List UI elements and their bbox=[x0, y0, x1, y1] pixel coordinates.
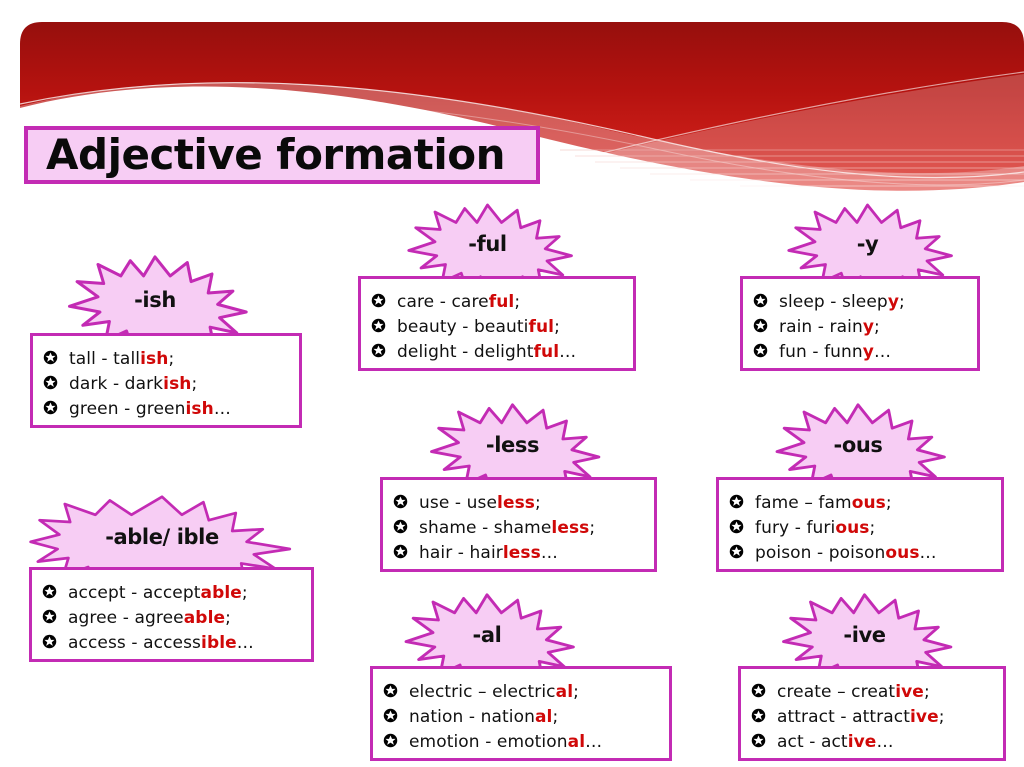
examples-box-able-ible: accept - acceptable; agree - agreeable; … bbox=[29, 567, 314, 662]
examples-box-ive: create – creative; attract - attractive;… bbox=[738, 666, 1006, 761]
example-row: use - useless; bbox=[393, 487, 644, 513]
page-title-text: Adjective formation bbox=[46, 130, 505, 179]
suffix-badge-label: -ive bbox=[843, 623, 886, 647]
example-text: agree - agreeable; bbox=[68, 608, 231, 628]
suffix-badge-able-ible[interactable]: -able/ ible bbox=[22, 495, 302, 585]
example-text: beauty - beautiful; bbox=[397, 317, 560, 337]
example-text: nation - national; bbox=[409, 707, 559, 727]
example-text: shame - shameless; bbox=[419, 518, 596, 538]
example-row: care - careful; bbox=[371, 286, 623, 312]
star-in-circle-icon bbox=[43, 394, 69, 415]
star-in-circle-icon bbox=[383, 702, 409, 723]
suffix-badge-label: -y bbox=[856, 232, 879, 256]
example-text: dark - darkish; bbox=[69, 374, 198, 394]
suffix-badge-label: -able/ ible bbox=[105, 525, 219, 549]
example-text: use - useless; bbox=[419, 493, 541, 513]
page-title: Adjective formation bbox=[24, 126, 540, 184]
example-text: fame – famous; bbox=[755, 493, 892, 513]
suffix-badge-less[interactable]: -less bbox=[420, 403, 605, 493]
example-row: fame – famous; bbox=[729, 487, 991, 513]
star-in-circle-icon bbox=[43, 344, 69, 365]
star-in-circle-icon bbox=[371, 287, 397, 308]
example-row: create – creative; bbox=[751, 676, 993, 702]
star-in-circle-icon bbox=[753, 287, 779, 308]
example-row: beauty - beautiful; bbox=[371, 311, 623, 337]
example-text: fun - funny… bbox=[779, 342, 892, 362]
examples-box-less: use - useless; shame - shameless; hair -… bbox=[380, 477, 657, 572]
star-in-circle-icon bbox=[753, 337, 779, 358]
star-in-circle-icon bbox=[383, 727, 409, 748]
example-text: hair - hairless… bbox=[419, 543, 558, 563]
example-text: poison - poisonous… bbox=[755, 543, 937, 563]
example-row: sleep - sleepy; bbox=[753, 286, 967, 312]
star-in-circle-icon bbox=[383, 677, 409, 698]
star-in-circle-icon bbox=[42, 578, 68, 599]
example-row: attract - attractive; bbox=[751, 701, 993, 727]
suffix-badge-ous[interactable]: -ous bbox=[768, 403, 948, 493]
star-in-circle-icon bbox=[729, 488, 755, 509]
star-in-circle-icon bbox=[751, 677, 777, 698]
example-row: electric – electrical; bbox=[383, 676, 659, 702]
suffix-badge-ful[interactable]: -ful bbox=[400, 203, 575, 291]
example-text: create – creative; bbox=[777, 682, 930, 702]
example-row: dark - darkish; bbox=[43, 368, 289, 394]
suffix-badge-al[interactable]: -al bbox=[392, 593, 582, 683]
suffix-badge-ive[interactable]: -ive bbox=[772, 593, 957, 683]
suffix-badge-label: -al bbox=[472, 623, 502, 647]
example-row: fun - funny… bbox=[753, 336, 967, 362]
star-in-circle-icon bbox=[371, 337, 397, 358]
star-in-circle-icon bbox=[42, 628, 68, 649]
star-in-circle-icon bbox=[43, 369, 69, 390]
example-text: emotion - emotional… bbox=[409, 732, 603, 752]
star-in-circle-icon bbox=[393, 513, 419, 534]
example-row: poison - poisonous… bbox=[729, 537, 991, 563]
suffix-badge-label: -ous bbox=[833, 433, 883, 457]
example-row: agree - agreeable; bbox=[42, 602, 301, 628]
star-in-circle-icon bbox=[393, 488, 419, 509]
example-row: act - active… bbox=[751, 726, 993, 752]
star-in-circle-icon bbox=[371, 312, 397, 333]
example-row: hair - hairless… bbox=[393, 537, 644, 563]
example-text: care - careful; bbox=[397, 292, 521, 312]
example-text: delight - delightful… bbox=[397, 342, 577, 362]
examples-box-al: electric – electrical; nation - national… bbox=[370, 666, 672, 761]
example-row: green - greenish… bbox=[43, 393, 289, 419]
example-row: shame - shameless; bbox=[393, 512, 644, 538]
example-row: fury - furious; bbox=[729, 512, 991, 538]
suffix-badge-label: -ish bbox=[134, 287, 176, 312]
example-row: nation - national; bbox=[383, 701, 659, 727]
star-in-circle-icon bbox=[729, 513, 755, 534]
example-text: accept - acceptable; bbox=[68, 583, 248, 603]
example-row: access - accessible… bbox=[42, 627, 301, 653]
star-in-circle-icon bbox=[393, 538, 419, 559]
examples-box-ful: care - careful; beauty - beautiful; deli… bbox=[358, 276, 636, 371]
example-text: act - active… bbox=[777, 732, 894, 752]
star-in-circle-icon bbox=[729, 538, 755, 559]
example-row: accept - acceptable; bbox=[42, 577, 301, 603]
example-text: electric – electrical; bbox=[409, 682, 579, 702]
star-in-circle-icon bbox=[751, 702, 777, 723]
example-row: delight - delightful… bbox=[371, 336, 623, 362]
example-text: attract - attractive; bbox=[777, 707, 945, 727]
example-row: emotion - emotional… bbox=[383, 726, 659, 752]
example-text: rain - rainy; bbox=[779, 317, 880, 337]
example-row: tall - tallish; bbox=[43, 343, 289, 369]
suffix-badge-label: -ful bbox=[468, 232, 507, 256]
star-in-circle-icon bbox=[42, 603, 68, 624]
example-text: green - greenish… bbox=[69, 399, 231, 419]
suffix-badge-label: -less bbox=[485, 433, 540, 457]
examples-box-ous: fame – famous; fury - furious; poison - … bbox=[716, 477, 1004, 572]
examples-box-ish: tall - tallish; dark - darkish; green - … bbox=[30, 333, 302, 428]
star-in-circle-icon bbox=[751, 727, 777, 748]
example-text: tall - tallish; bbox=[69, 349, 175, 369]
suffix-badge-ish[interactable]: -ish bbox=[60, 255, 250, 350]
example-text: fury - furious; bbox=[755, 518, 876, 538]
star-in-circle-icon bbox=[753, 312, 779, 333]
example-text: access - accessible… bbox=[68, 633, 254, 653]
examples-box-y: sleep - sleepy; rain - rainy; fun - funn… bbox=[740, 276, 980, 371]
example-text: sleep - sleepy; bbox=[779, 292, 905, 312]
example-row: rain - rainy; bbox=[753, 311, 967, 337]
